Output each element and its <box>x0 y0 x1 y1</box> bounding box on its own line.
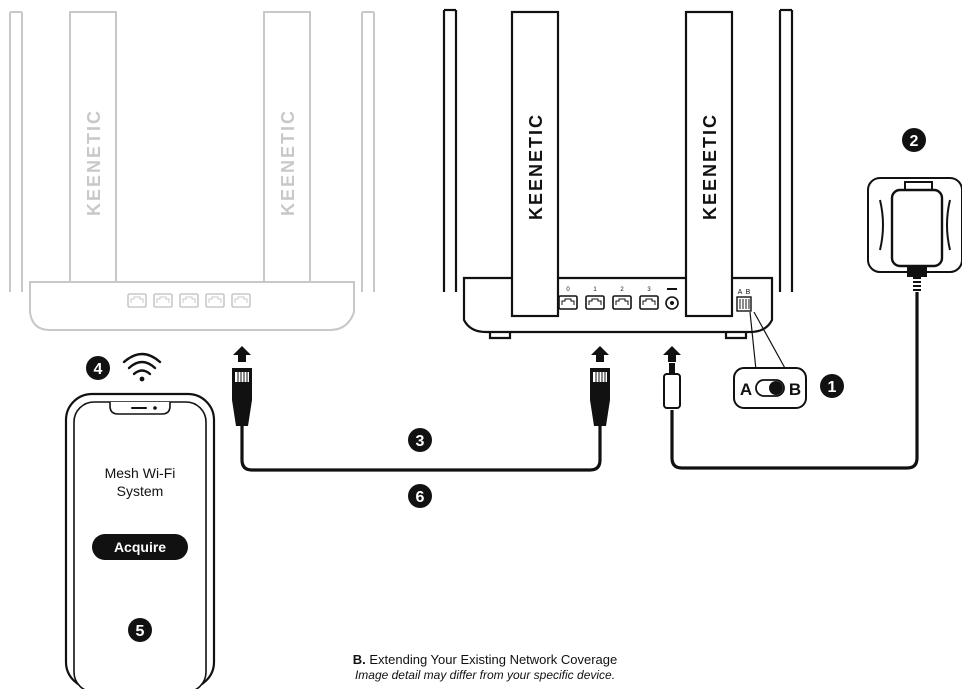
acquire-button[interactable]: Acquire <box>92 534 188 560</box>
switch-label-a: A <box>740 380 752 399</box>
step-badge-2: 2 <box>902 128 926 152</box>
caption-title: B. Extending Your Existing Network Cover… <box>285 652 685 667</box>
port-label-0: 0 <box>566 287 570 293</box>
svg-text:3: 3 <box>416 433 425 450</box>
phone-title-line1: Mesh Wi-Fi <box>105 465 176 481</box>
ethernet-cable <box>240 426 602 472</box>
switch-callout-lines <box>749 311 787 371</box>
svg-text:1: 1 <box>828 379 837 396</box>
front-camera <box>153 406 157 410</box>
step-badge-1: 1 <box>820 374 844 398</box>
svg-text:2: 2 <box>910 133 919 150</box>
port-label-2: 2 <box>620 287 624 293</box>
ethernet-plug-right <box>590 368 610 426</box>
brand-label-new-1: KEENETIC <box>526 113 546 220</box>
mode-label-b: B <box>746 289 751 296</box>
brand-label-new-2: KEENETIC <box>700 113 720 220</box>
acquire-button-label: Acquire <box>114 539 166 555</box>
existing-router <box>9 11 375 331</box>
power-cable <box>670 292 919 470</box>
caption-prefix: B. <box>352 652 366 667</box>
svg-text:6: 6 <box>416 489 425 506</box>
dc-plug <box>663 363 681 409</box>
step-badge-6: 6 <box>408 484 432 508</box>
phone-title-line2: System <box>117 483 164 499</box>
brand-label-existing-1: KEENETIC <box>84 109 104 216</box>
mode-switch-callout <box>733 367 807 409</box>
svg-text:5: 5 <box>136 623 145 640</box>
brand-label-existing-2: KEENETIC <box>278 109 298 216</box>
svg-text:4: 4 <box>94 361 103 378</box>
caption-note: Image detail may differ from your specif… <box>354 668 616 682</box>
step-badge-3: 3 <box>408 428 432 452</box>
port-label-1: 1 <box>593 287 597 293</box>
switch-label-b: B <box>789 380 801 399</box>
keenetic-router <box>442 8 794 340</box>
caption-text: Extending Your Existing Network Coverage <box>365 652 618 667</box>
wifi-icon <box>122 352 162 382</box>
up-arrow-icon <box>233 346 681 362</box>
port-label-3: 3 <box>647 287 651 293</box>
mode-label-a: A <box>738 289 743 296</box>
ethernet-plug-left <box>232 368 252 426</box>
power-adapter <box>867 177 962 291</box>
step-badge-4: 4 <box>86 356 110 380</box>
step-badge-5: 5 <box>128 618 152 642</box>
